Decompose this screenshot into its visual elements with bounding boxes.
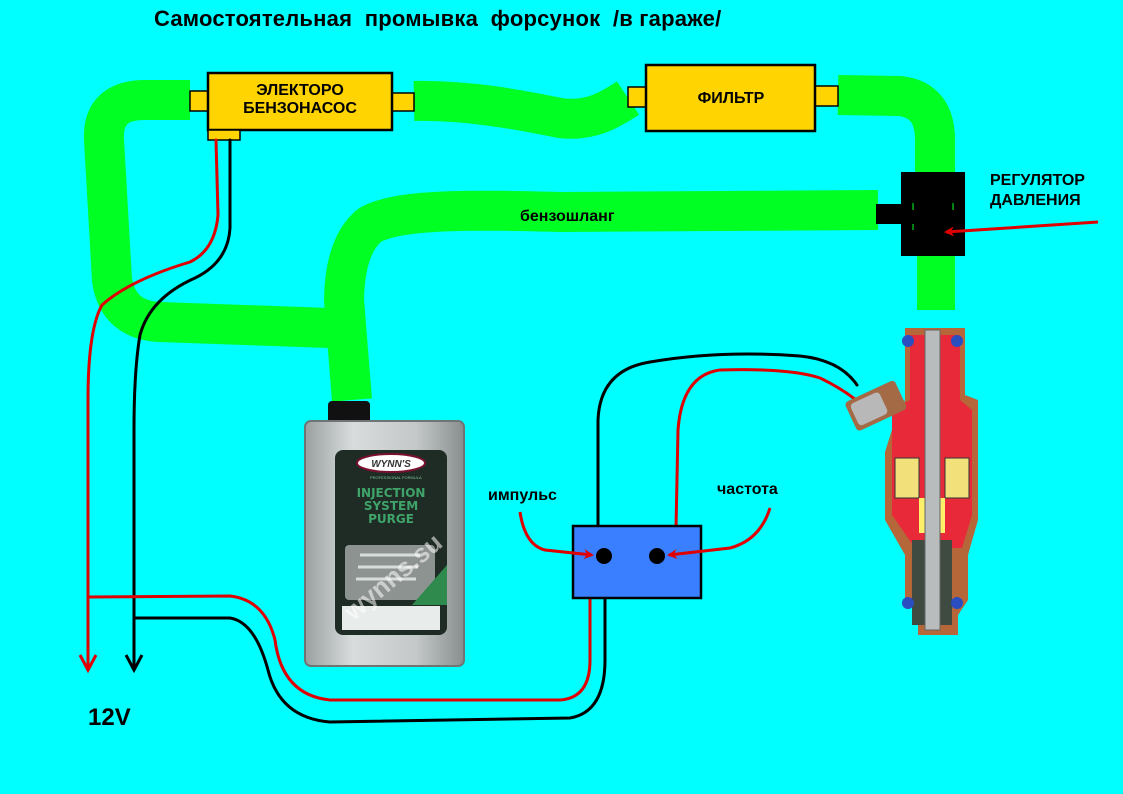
can-product-line2: SYSTEM	[364, 499, 418, 513]
arrow-regulator-icon	[944, 220, 1099, 237]
fuel-injector[interactable]	[844, 328, 978, 635]
pump-connector	[207, 129, 241, 141]
filter-label: ФИЛЬТР	[697, 90, 765, 107]
hose-pump-left	[83, 80, 331, 348]
frequency-knob[interactable]	[649, 548, 665, 564]
wires	[86, 138, 864, 724]
wire-pump-positive	[86, 138, 220, 670]
pulse-controller[interactable]	[571, 524, 703, 600]
engine-detail	[356, 553, 420, 581]
wire-controller-negative	[132, 598, 607, 724]
o-ring-bottom-left	[902, 597, 914, 609]
annotation-arrows	[518, 220, 1099, 560]
regulator-label: РЕГУЛЯТОР ДАВЛЕНИЯ	[990, 171, 1085, 211]
injector-connector	[845, 380, 907, 431]
pulse-knob[interactable]	[596, 548, 612, 564]
wire-injector-positive	[674, 368, 864, 530]
arrow-positive-icon	[78, 654, 98, 674]
pump-label-line2: БЕНЗОНАСОС	[243, 100, 357, 117]
cleaner-can[interactable]: WYNN'S PROFESSIONAL FORMULA INJECTION SY…	[304, 401, 465, 667]
regulator-label-line1: РЕГУЛЯТОР	[990, 172, 1085, 189]
brand-logo	[356, 453, 426, 473]
filter-body	[644, 63, 817, 133]
arrow-negative-icon	[124, 654, 144, 674]
filter-outlet-stub	[812, 85, 839, 107]
pump-body	[206, 71, 394, 132]
hose-label: бензошланг	[520, 208, 615, 225]
hose-filter-regulator	[837, 75, 955, 175]
can-product-line1: INJECTION	[357, 486, 426, 500]
pressure-regulator[interactable]	[876, 172, 965, 256]
o-ring-bottom-right	[951, 597, 963, 609]
o-ring-top-left	[902, 335, 914, 347]
pump-outlet-stub	[391, 92, 415, 112]
power-arrows	[78, 654, 144, 674]
arrow-pulse-icon	[518, 511, 594, 560]
pump-label: ЭЛЕКТОРО БЕНЗОНАСОС	[210, 82, 390, 118]
power-label: 12V	[88, 704, 131, 731]
injector-pin	[924, 329, 941, 631]
can-brand: WYNN'S	[371, 459, 411, 470]
hose-pump-filter	[413, 80, 640, 139]
o-ring-top-right	[951, 335, 963, 347]
can-product-line3: PURGE	[368, 512, 414, 526]
fuel-pump[interactable]	[189, 71, 415, 141]
can-fine-print	[342, 606, 440, 630]
pump-label-line1: ЭЛЕКТОРО	[256, 82, 344, 99]
pulse-label: импульс	[488, 487, 557, 504]
hose-regulator-can	[324, 190, 879, 402]
wire-controller-positive	[86, 594, 592, 702]
regulator-stub	[876, 204, 904, 224]
controller-body	[571, 524, 703, 600]
frequency-label: частота	[717, 481, 778, 498]
pump-inlet-stub	[189, 90, 209, 112]
arrow-frequency-icon	[667, 507, 772, 560]
can-subtitle: PROFESSIONAL FORMULA	[370, 475, 422, 480]
new-badge	[412, 565, 447, 605]
engine-image	[345, 545, 435, 600]
coil-right	[944, 457, 970, 499]
page-title: Самостоятельная промывка форсунок /в гар…	[154, 6, 722, 31]
regulator-label-line2: ДАВЛЕНИЯ	[990, 192, 1081, 209]
coil-left	[894, 457, 920, 499]
fuel-hoses	[83, 75, 955, 402]
wire-pump-negative	[132, 138, 232, 670]
wire-injector-negative	[596, 352, 859, 530]
regulator-body	[901, 172, 965, 256]
fuel-filter[interactable]	[627, 63, 839, 133]
